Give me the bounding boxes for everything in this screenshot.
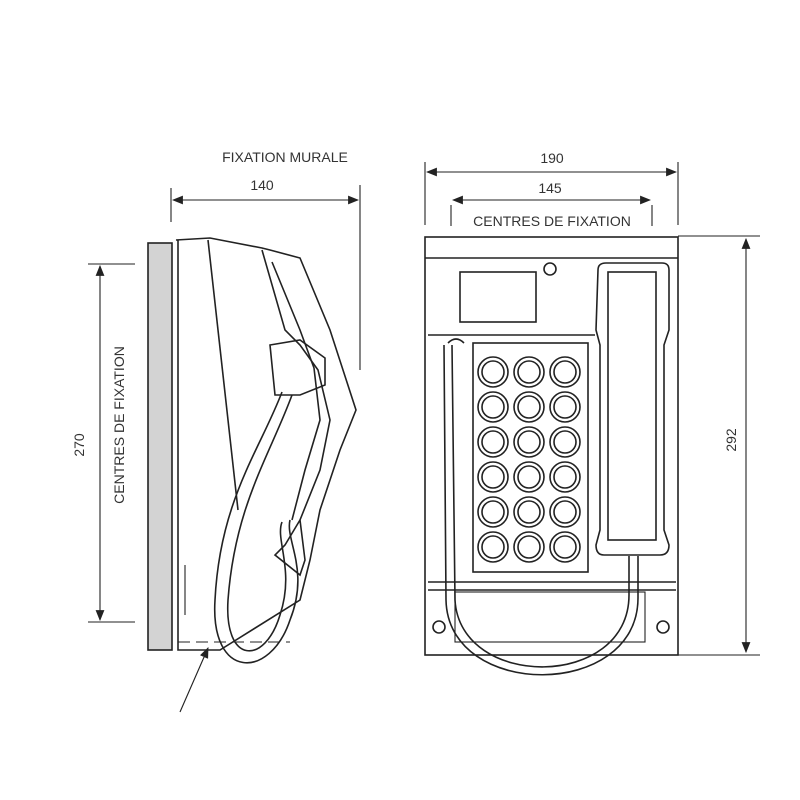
side-view-title: FIXATION MURALE <box>222 149 348 165</box>
keypad-key <box>477 496 509 528</box>
side-view: FIXATION MURALE 140 270 CENTRES DE FIXAT… <box>71 149 361 713</box>
housing-outline <box>424 236 679 656</box>
keypad-key-inner <box>481 360 505 384</box>
screw-icon <box>432 620 446 634</box>
mouthpiece <box>273 517 306 577</box>
screw-icon <box>656 620 670 634</box>
keypad-key <box>549 496 581 528</box>
handset-inner <box>271 261 321 521</box>
keypad-key <box>549 461 581 493</box>
keypad-key <box>513 461 545 493</box>
keypad-key-inner <box>553 430 577 454</box>
display-window <box>459 271 537 323</box>
pointer-arrow <box>179 646 209 713</box>
handset-cord-outer <box>443 344 639 676</box>
wall-plate <box>147 242 173 651</box>
height-fixing-label: CENTRES DE FIXATION <box>111 346 127 504</box>
fixing-width-label: CENTRES DE FIXATION <box>473 213 631 229</box>
earpiece <box>269 339 326 396</box>
keypad-key-inner <box>517 430 541 454</box>
keypad-key <box>477 356 509 388</box>
keypad-key-inner <box>517 395 541 419</box>
keypad-key <box>549 531 581 563</box>
handset-cord <box>451 344 630 668</box>
keypad-key-inner <box>481 535 505 559</box>
keypad-key-inner <box>517 500 541 524</box>
width-dimension-label: 190 <box>540 150 564 166</box>
depth-dimension-label: 140 <box>250 177 274 193</box>
keypad-key-inner <box>481 430 505 454</box>
keypad-key-inner <box>517 360 541 384</box>
keypad-key-inner <box>481 500 505 524</box>
keypad-key-inner <box>481 395 505 419</box>
front-view: 190 145 CENTRES DE FIXATION 292 <box>424 150 760 676</box>
keypad-key <box>513 426 545 458</box>
telephone-body-outline <box>175 237 357 651</box>
keypad-key <box>513 496 545 528</box>
keypad-key <box>477 461 509 493</box>
keypad-key <box>513 531 545 563</box>
keypad-key-inner <box>553 395 577 419</box>
body-edge <box>207 239 239 511</box>
height-dimension-label: 270 <box>71 433 87 457</box>
cord-grommet <box>447 338 465 344</box>
keypad-key-inner <box>517 535 541 559</box>
panel-lines <box>428 334 676 591</box>
keypad-key <box>513 391 545 423</box>
handset <box>607 271 657 541</box>
keypad <box>472 342 589 573</box>
keypad-key-inner <box>553 500 577 524</box>
screw-icon <box>543 262 557 276</box>
fixing-width-dimension-label: 145 <box>538 180 562 196</box>
handset-outline <box>261 249 331 521</box>
base-plate <box>454 591 646 643</box>
keypad-key-inner <box>481 465 505 489</box>
keypad-key-inner <box>553 465 577 489</box>
handset-cord-inner <box>227 394 293 652</box>
keypad-key-inner <box>553 360 577 384</box>
keypad-key <box>477 426 509 458</box>
handset-cradle <box>595 262 670 556</box>
handset-cord <box>214 391 299 664</box>
keypad-key <box>477 391 509 423</box>
keypad-key-inner <box>553 535 577 559</box>
keypad-key-inner <box>517 465 541 489</box>
keypad-key <box>477 531 509 563</box>
keypad-key <box>513 356 545 388</box>
height-dimension-label: 292 <box>723 428 739 452</box>
keypad-key <box>549 426 581 458</box>
keypad-key <box>549 356 581 388</box>
keypad-keys <box>477 356 581 563</box>
keypad-key <box>549 391 581 423</box>
